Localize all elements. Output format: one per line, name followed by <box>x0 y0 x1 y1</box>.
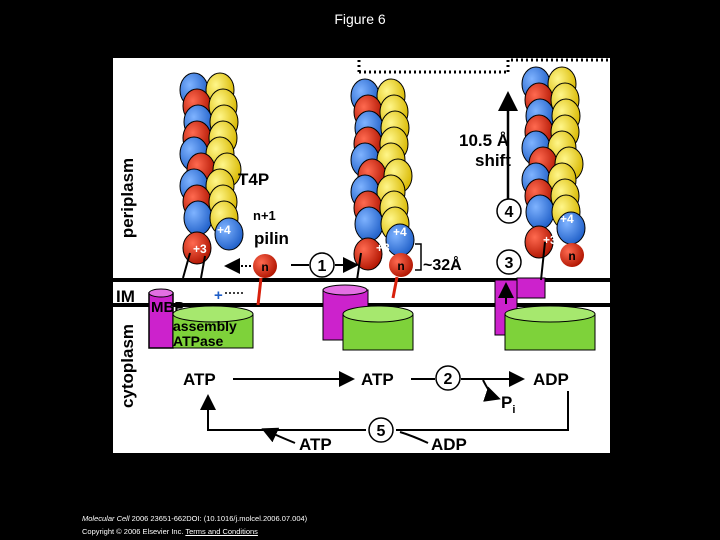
pilin-subunit <box>525 194 555 230</box>
step-1: 1 <box>291 252 359 278</box>
plus4-label-left: +4 <box>217 223 231 237</box>
step-3: 3 <box>496 249 522 275</box>
pilus-assembly-diagram: periplasm IM cytoplasm T4P n+1 pilin +4 … <box>113 58 610 453</box>
shift-value-label: 10.5 Å <box>459 131 509 150</box>
plus-sign-label: + <box>214 287 223 304</box>
adp-label-bottom: ADP <box>431 435 467 453</box>
plus4-label-middle: +4 <box>393 225 407 239</box>
copyright-line: Copyright © 2006 Elsevier Inc. Terms and… <box>82 525 307 538</box>
adp-label-right: ADP <box>533 370 569 389</box>
figure-panel: periplasm IM cytoplasm T4P n+1 pilin +4 … <box>113 58 610 453</box>
terms-link[interactable]: Terms and Conditions <box>185 527 258 536</box>
dotted-line <box>357 58 610 74</box>
pilus-filament-left <box>179 72 244 265</box>
t4p-label: T4P <box>238 170 269 189</box>
plus3-label-left: +3 <box>193 242 207 256</box>
n-label-left: n <box>261 260 268 274</box>
atp-label-left: ATP <box>183 370 216 389</box>
pilin-subunit <box>353 237 383 271</box>
copyright-text: Copyright © 2006 Elsevier Inc. <box>82 527 184 536</box>
pilin-subunit <box>354 206 384 242</box>
periplasm-label: periplasm <box>118 158 137 238</box>
slide-title: Figure 6 <box>334 11 386 27</box>
assembly-atpase-middle <box>342 305 414 351</box>
step-5: 5 <box>368 417 394 443</box>
pilin-label: pilin <box>254 229 289 248</box>
atp-label-bottom: ATP <box>299 435 332 453</box>
im-label: IM <box>116 287 135 306</box>
step-4: 4 <box>496 198 522 224</box>
n-label-right: n <box>568 249 575 263</box>
atpase-label: ATPase <box>173 333 224 349</box>
plus3-label-middle: +3 <box>376 241 390 255</box>
pilin-subunit-right: n <box>560 243 584 267</box>
plus3-label-right: +3 <box>543 233 557 247</box>
mbp-left: MBP <box>148 288 184 349</box>
pilin-subunit-middle: n <box>389 253 413 299</box>
citation-line: Molecular Cell 2006 23651-662DOI: (10.10… <box>82 512 307 525</box>
footer: Molecular Cell 2006 23651-662DOI: (10.10… <box>82 512 307 538</box>
assembly-atpase-left: assembly ATPase <box>172 305 254 349</box>
pilin-subunit-left: n <box>224 254 277 306</box>
svg-text:5: 5 <box>377 423 386 440</box>
shift-word-label: shift <box>475 151 511 170</box>
pilus-filament-right <box>521 66 586 259</box>
citation-text: 2006 23651-662DOI: (10.1016/j.molcel.200… <box>129 514 308 523</box>
svg-text:3: 3 <box>505 255 514 272</box>
distance-label: ~32Å <box>423 255 462 274</box>
cytoplasm-label: cytoplasm <box>118 324 137 408</box>
svg-text:2: 2 <box>444 371 453 388</box>
pilin-subunit <box>524 225 554 259</box>
atp-label-middle: ATP <box>361 370 394 389</box>
assembly-label: assembly <box>173 318 237 334</box>
n-label-middle: n <box>397 259 404 273</box>
svg-text:1: 1 <box>318 258 327 275</box>
n-plus-1-label: n+1 <box>253 208 276 223</box>
pilin-subunit <box>214 217 244 251</box>
assembly-atpase-right <box>504 305 596 351</box>
plus4-label-right: +4 <box>560 212 574 226</box>
step-2: 2 <box>435 365 461 391</box>
journal-name: Molecular Cell <box>82 514 130 523</box>
pi-label: Pi <box>501 393 515 416</box>
pilus-filament-middle <box>350 78 415 271</box>
svg-text:4: 4 <box>505 204 514 221</box>
pilin-subunit <box>183 200 213 236</box>
